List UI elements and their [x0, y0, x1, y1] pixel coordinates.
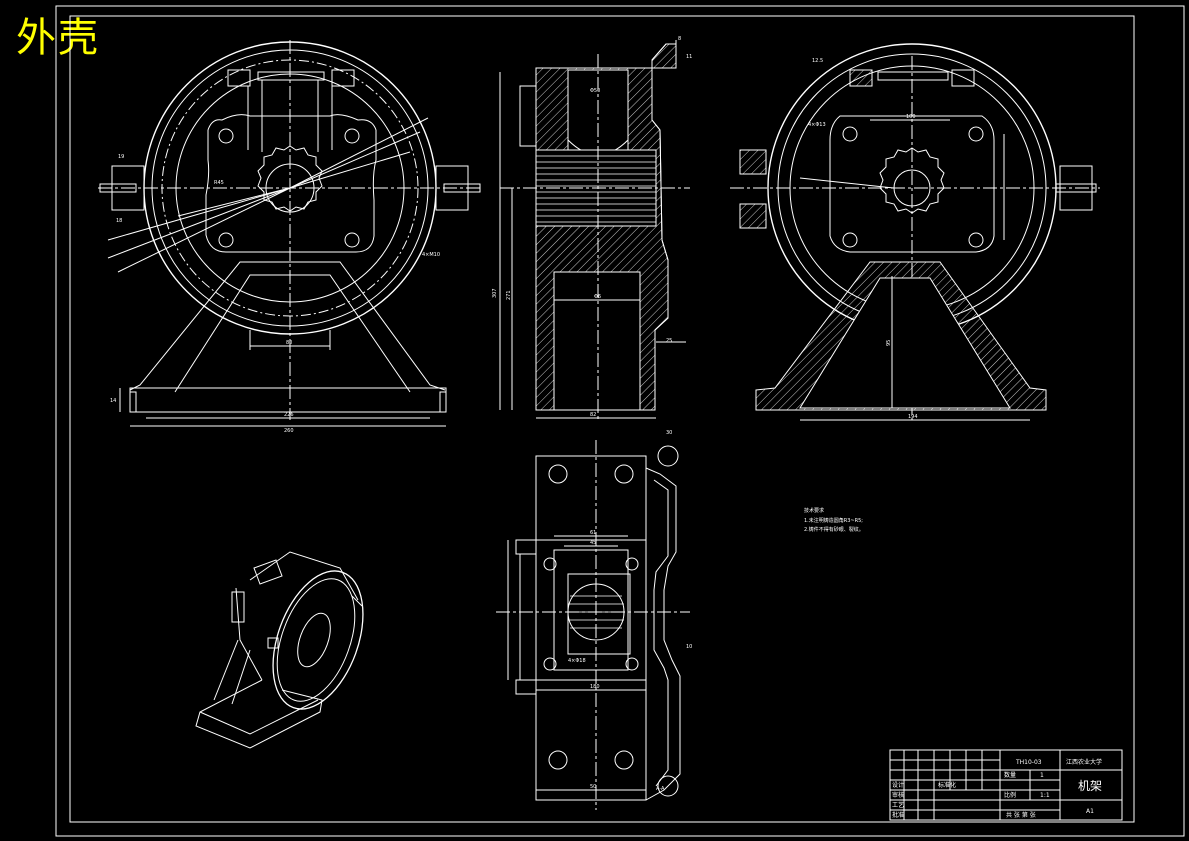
- tb-drawing-code: TH10-03: [1015, 759, 1042, 766]
- tb-designer: 设计: [892, 781, 904, 789]
- isometric-view: [195, 551, 364, 749]
- dim-plan-holes: 4×Φ18: [568, 658, 586, 664]
- rear-view: [730, 43, 1100, 421]
- dim-front-neck: 80: [286, 340, 292, 346]
- dim-section-top: 8: [678, 36, 681, 42]
- dim-section-bore-top: Φ50: [590, 88, 600, 94]
- tb-quantity-value: 1: [1040, 772, 1044, 779]
- outer-frame: [55, 5, 1185, 837]
- dim-front-left-b: 18: [116, 218, 122, 224]
- dim-front-base-height: 14: [110, 398, 116, 404]
- section-view: [499, 40, 690, 420]
- dim-plan-mark: A-A: [656, 786, 665, 792]
- tb-sheet-size: A1: [1086, 808, 1094, 815]
- dim-rear-height: 95: [886, 340, 892, 346]
- dim-plan-side: 10: [686, 644, 692, 650]
- inner-frame: [69, 15, 1135, 823]
- dim-front-radius: R45: [214, 180, 224, 186]
- tb-quantity-label: 数量: [1004, 771, 1016, 779]
- dim-rear-base: 194: [908, 414, 918, 420]
- drawing-title: 外壳: [16, 15, 100, 61]
- tb-process: 工艺: [892, 801, 904, 809]
- dim-rear-pitch: 12.5: [812, 58, 823, 64]
- tb-scale-label: 比例: [1004, 791, 1016, 799]
- notes-item-2: 2.铸件不得有砂眼、裂纹。: [804, 526, 864, 533]
- dim-front-base: 226: [284, 412, 294, 418]
- tb-projection: 共 张 第 张: [1006, 811, 1036, 819]
- dim-section-height: 307: [492, 288, 498, 298]
- dim-plan-top: 30: [666, 430, 672, 436]
- dim-plan-width: 61: [590, 530, 596, 536]
- front-view: [98, 40, 481, 427]
- dim-front-left-a: 19: [118, 154, 124, 160]
- tb-part-name: 机架: [1078, 779, 1102, 793]
- tb-checker: 审核: [892, 791, 904, 799]
- tb-approve: 批准: [892, 811, 904, 819]
- tb-standard: 标准化: [938, 781, 956, 789]
- notes-heading: 技术要求: [804, 507, 824, 514]
- dim-rear-hole: 4×Φ13: [808, 122, 826, 128]
- dim-plan-overall: 180: [590, 684, 600, 690]
- tb-school: 江西农业大学: [1066, 758, 1102, 766]
- dim-section-top-right: 11: [686, 54, 692, 60]
- plan-view: [496, 440, 690, 810]
- tb-scale-value: 1:1: [1040, 792, 1050, 799]
- dim-front-overall: 260: [284, 428, 294, 434]
- dim-section-bore-mid: Φ6: [594, 294, 601, 300]
- title-block: [889, 749, 1123, 821]
- dim-plan-inner: 45: [590, 540, 596, 546]
- dim-plan-bottom: 50: [590, 784, 596, 790]
- notes-item-1: 1.未注明铸造圆角R3~R5;: [804, 517, 863, 524]
- dim-front-bolt: 4×M10: [422, 252, 440, 258]
- dim-rear-bolt-circle: 100: [906, 114, 916, 120]
- dim-section-inner: 271: [506, 290, 512, 300]
- dim-section-bottom: 82: [590, 412, 596, 418]
- dim-section-right: 25: [666, 338, 672, 344]
